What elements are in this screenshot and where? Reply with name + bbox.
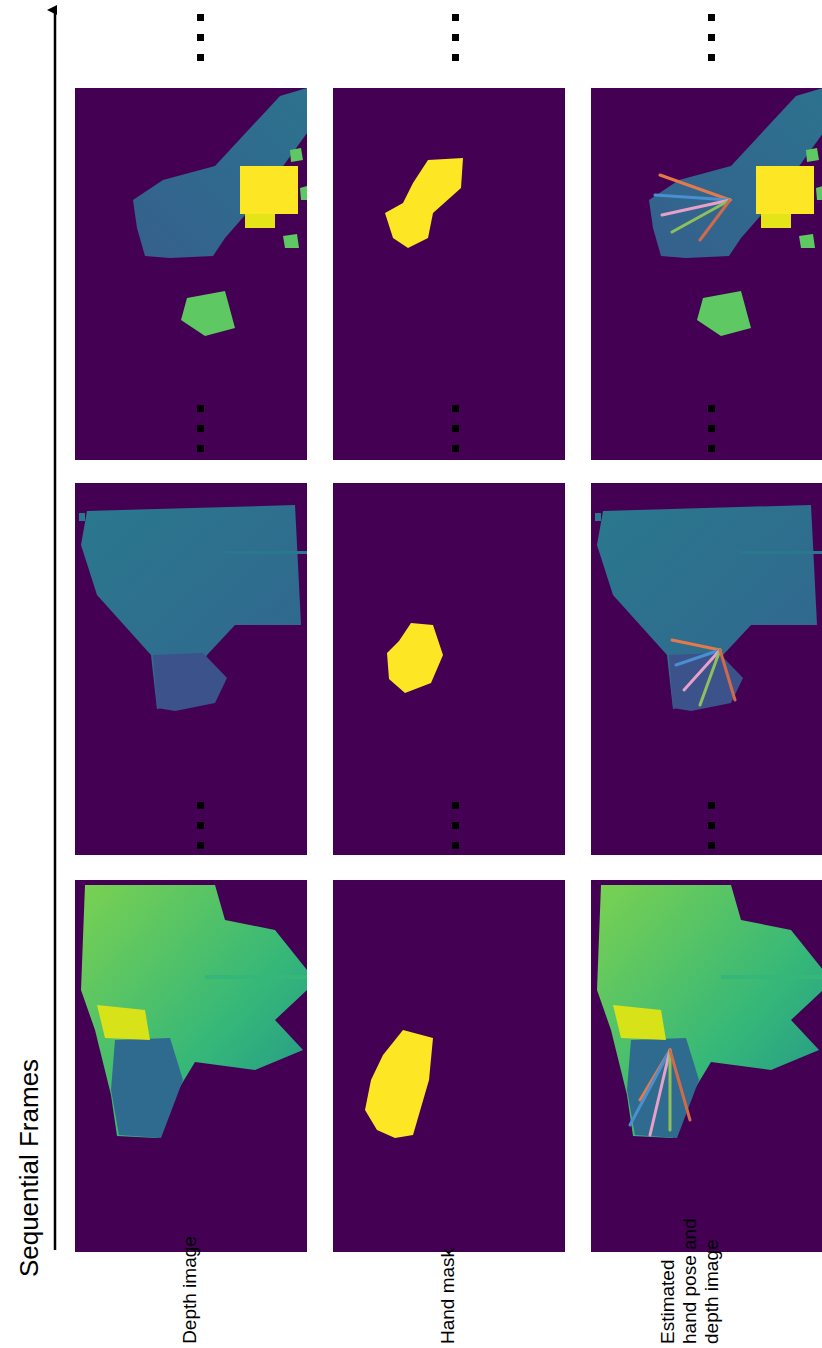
- mask-panel: [333, 88, 565, 460]
- pose-panel: [591, 880, 822, 1252]
- row-label: Estimated hand pose and depth image: [657, 1214, 723, 1344]
- time-arrow: [54, 10, 57, 1250]
- axis-title: Sequential Frames: [15, 1059, 45, 1277]
- depth-panel: [75, 880, 307, 1252]
- mask-panel: [333, 880, 565, 1252]
- pose-panel: [591, 483, 822, 855]
- continuation-dots: [197, 14, 715, 849]
- hand-skeleton: [630, 175, 735, 1135]
- depth-panel: [75, 88, 307, 460]
- mask-panel: [333, 483, 565, 855]
- row-label: Depth image: [179, 1236, 201, 1344]
- pose-panel: [591, 88, 822, 460]
- row-label: Hand mask: [437, 1248, 459, 1344]
- depth-panel: [75, 483, 307, 855]
